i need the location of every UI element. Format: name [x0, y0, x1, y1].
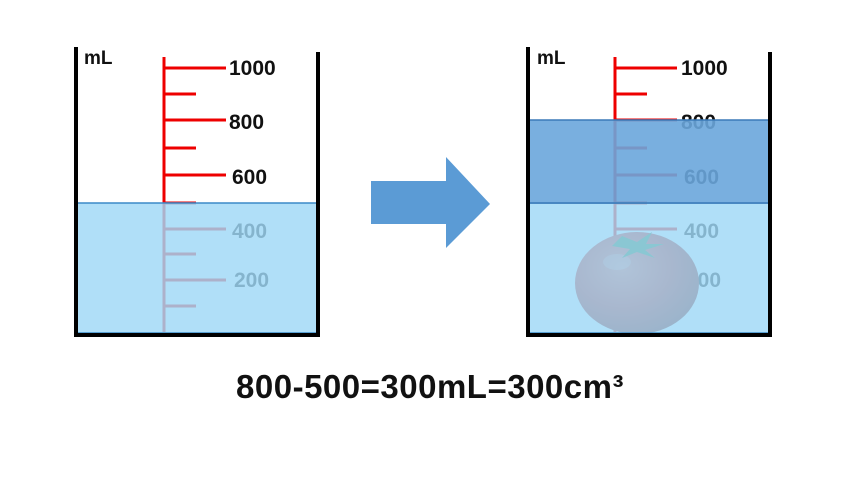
water-before: [75, 202, 319, 334]
scale-label-800: 800: [229, 111, 264, 134]
beaker-before: 1000 800 600 400 200 mL: [74, 47, 320, 337]
unit-label-after: mL: [537, 48, 566, 69]
water-after: [527, 202, 771, 334]
equation: 800-500=300mL=300cm³: [236, 368, 624, 405]
scale-label-1000: 1000: [229, 57, 276, 80]
beaker-after: 1000 800 600 400 200 mL: [526, 47, 772, 337]
right-arrow-icon: [371, 157, 490, 248]
displaced-water: [527, 119, 771, 204]
beaker-wall-before: [74, 47, 320, 337]
scale-label-1000: 1000: [681, 57, 728, 80]
beaker-wall-after: [526, 47, 772, 337]
unit-label-before: mL: [84, 48, 113, 69]
scale-label-600: 600: [232, 166, 267, 189]
